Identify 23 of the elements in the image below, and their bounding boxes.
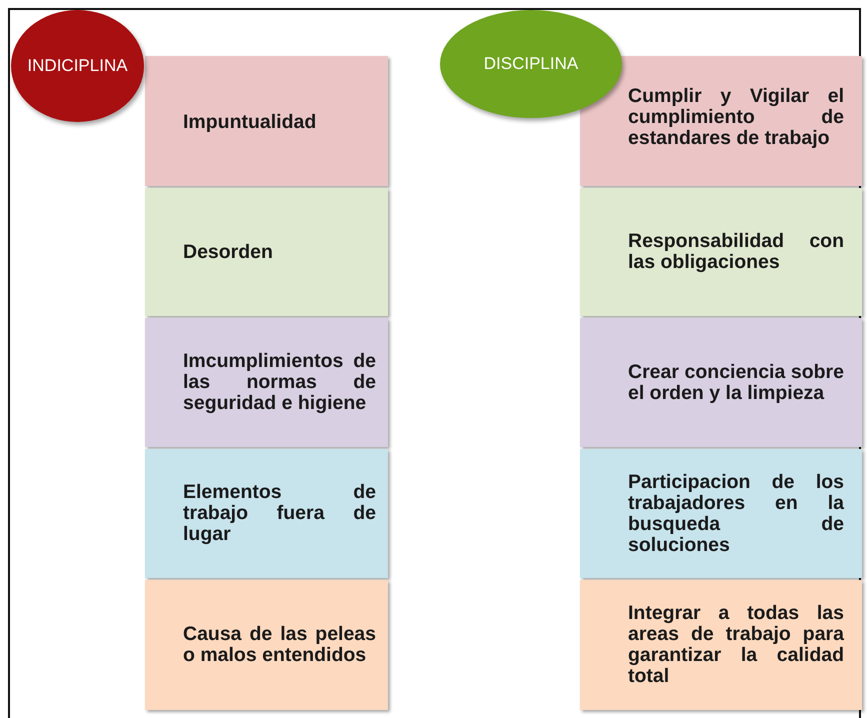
item-text: Causa de las peleas o malos entendidos bbox=[183, 624, 376, 666]
item-text: Cumplir y Vigilar el cumplimiento de estandares de trabajo bbox=[628, 86, 844, 149]
item-box bbox=[145, 580, 388, 710]
item-text: Integrar a todas las areas de trabajo para garantizar la calidad total bbox=[628, 603, 844, 687]
item-text: Imcumplimientos de las normas de seguridad e higiene bbox=[183, 351, 376, 414]
item-box bbox=[580, 580, 862, 710]
item-text: Participacion de los trabajadores en la busqueda de soluciones bbox=[628, 472, 844, 556]
category-label: DISCIPLINA bbox=[484, 54, 578, 74]
item-text: Elementos de trabajo fuera de lugar bbox=[183, 482, 376, 545]
item-text: Crear conciencia sobre el orden y la limpieza bbox=[628, 362, 844, 404]
item-text: Desorden bbox=[183, 242, 274, 262]
category-ellipse bbox=[11, 10, 144, 122]
item-box bbox=[145, 188, 388, 316]
item-box bbox=[145, 56, 388, 186]
item-text: Responsabilidad con las obligaciones bbox=[628, 231, 844, 273]
item-box bbox=[145, 449, 388, 578]
item-box bbox=[145, 318, 388, 447]
item-box bbox=[580, 318, 862, 447]
item-text: Impuntualidad bbox=[183, 112, 318, 133]
item-box bbox=[580, 188, 862, 316]
item-box bbox=[580, 56, 862, 186]
category-label: INDICIPLINA bbox=[27, 56, 128, 76]
item-box bbox=[580, 449, 862, 578]
